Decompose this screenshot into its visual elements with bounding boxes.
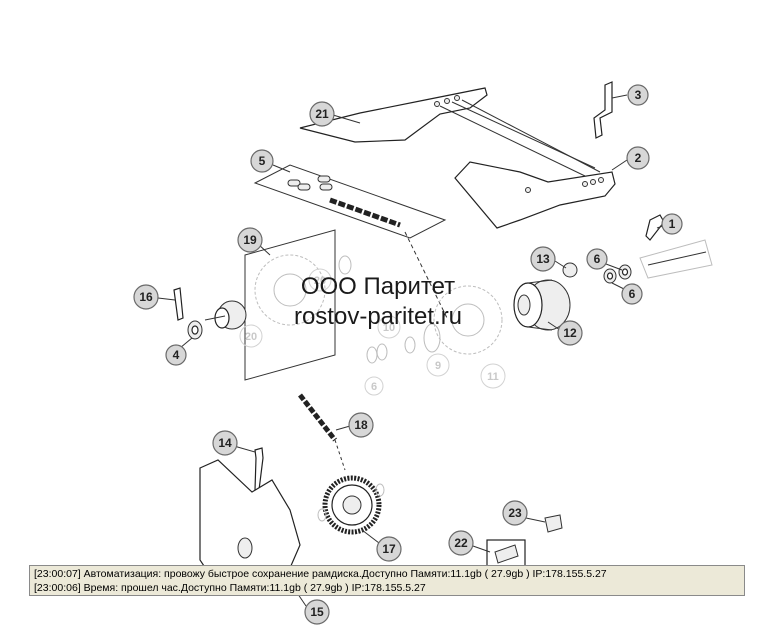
callout-1: 1	[661, 213, 683, 235]
part-15-cover	[199, 459, 301, 581]
svg-text:18: 18	[354, 418, 368, 432]
callout-3: 3	[627, 84, 649, 106]
callout-15: 15	[304, 599, 330, 625]
part-18-chain	[298, 393, 346, 471]
svg-text:10: 10	[383, 322, 395, 334]
log-line-2: [23:00:06] Время: прошел час.Доступно Па…	[34, 582, 426, 594]
part-5-chain-panel	[253, 164, 449, 321]
svg-text:23: 23	[508, 506, 522, 520]
callout-14: 14	[212, 430, 238, 456]
svg-text:4: 4	[173, 348, 180, 362]
ghost-callout-9: 9	[426, 353, 450, 377]
callout-16: 16	[133, 284, 159, 310]
part-13-nut	[562, 262, 578, 278]
callout-17: 17	[376, 536, 402, 562]
part-16-bolt	[173, 287, 203, 340]
svg-text:6: 6	[371, 381, 377, 393]
callout-22: 22	[448, 530, 474, 556]
callout-18: 18	[348, 412, 374, 438]
log-line-1: [23:00:07] Автоматизация: провожу быстро…	[34, 568, 607, 580]
part-14-bolt	[254, 447, 264, 491]
svg-text:6: 6	[629, 287, 636, 301]
part-19-sprocket-panel	[244, 229, 336, 381]
svg-text:17: 17	[382, 542, 396, 556]
callout-19: 19	[237, 227, 263, 253]
svg-text:2: 2	[635, 151, 642, 165]
svg-text:11: 11	[487, 371, 499, 383]
svg-text:5: 5	[259, 154, 266, 168]
svg-text:3: 3	[635, 88, 642, 102]
part-2-guard-plate	[454, 161, 616, 229]
callout-4: 4	[165, 344, 187, 366]
svg-text:9: 9	[435, 360, 441, 372]
part-1-bolt	[639, 214, 713, 279]
svg-text:1: 1	[669, 217, 676, 231]
part-12-hub	[513, 279, 571, 331]
callout-6b: 6	[621, 283, 643, 305]
svg-text:19: 19	[243, 233, 257, 247]
ghost-callout-20b: 20	[239, 324, 263, 348]
ghost-callout-11: 11	[480, 363, 506, 389]
callout-12: 12	[557, 320, 583, 346]
part-6-washers	[603, 264, 632, 284]
svg-text:16: 16	[139, 290, 153, 304]
svg-text:12: 12	[563, 326, 577, 340]
callout-13: 13	[530, 246, 556, 272]
svg-text:14: 14	[218, 436, 232, 450]
part-17-sprocket	[317, 475, 385, 535]
callout-6a: 6	[586, 248, 608, 270]
part-21-bracket	[299, 87, 601, 177]
ghost-callout-6c: 6	[364, 376, 384, 396]
svg-text:22: 22	[454, 536, 468, 550]
log-panel: [23:00:07] Автоматизация: провожу быстро…	[29, 565, 745, 596]
callout-23: 23	[502, 500, 528, 526]
part-22-link	[486, 539, 526, 569]
part-center-sprocket	[338, 255, 503, 364]
svg-text:20: 20	[314, 275, 326, 287]
svg-text:6: 6	[594, 252, 601, 266]
svg-text:21: 21	[315, 107, 329, 121]
part-3-angle-bracket	[593, 81, 613, 139]
part-23-clip	[544, 514, 563, 533]
callout-5: 5	[250, 149, 274, 173]
ghost-callout-20a: 20	[308, 268, 332, 292]
callout-2: 2	[626, 146, 650, 170]
svg-text:20: 20	[245, 331, 257, 343]
ghost-callout-10: 10	[377, 315, 401, 339]
svg-text:15: 15	[310, 605, 324, 619]
svg-text:13: 13	[536, 252, 550, 266]
part-hub-left	[204, 300, 247, 330]
callout-21: 21	[309, 101, 335, 127]
